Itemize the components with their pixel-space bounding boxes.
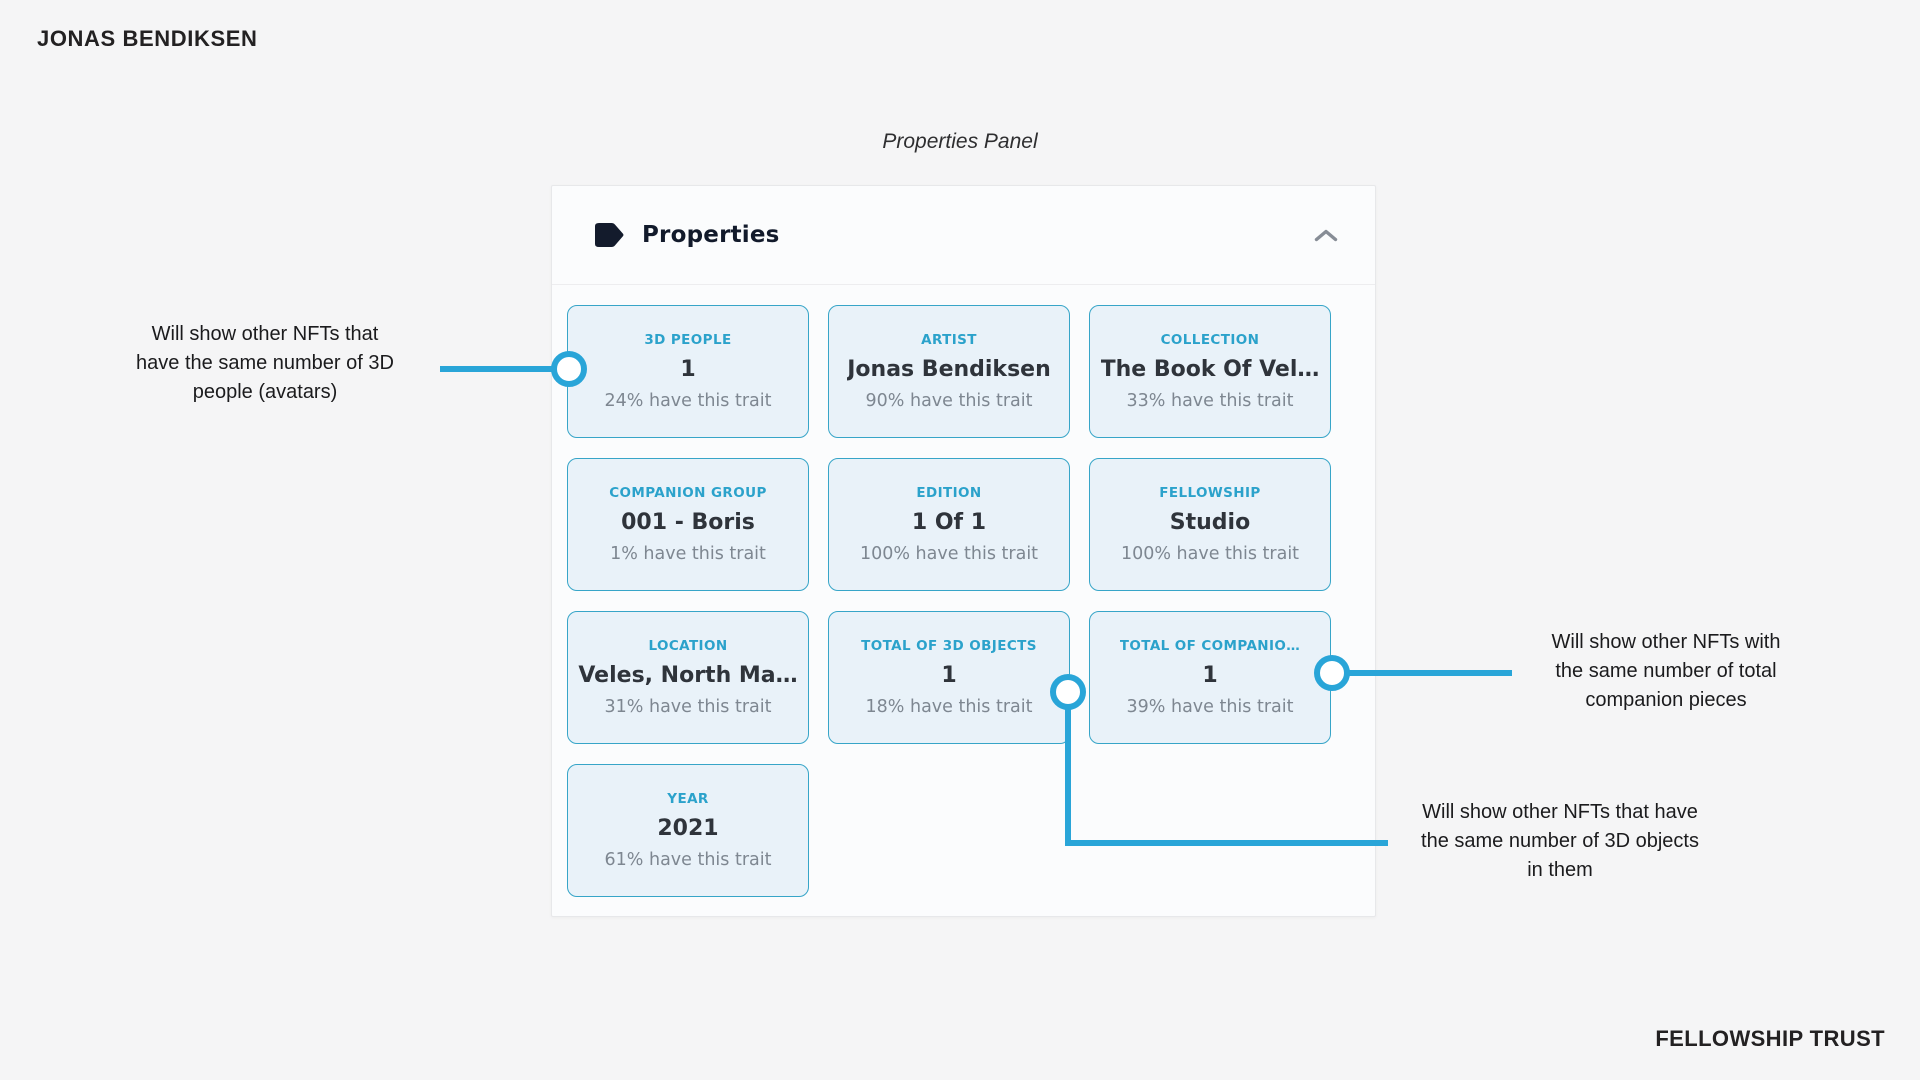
- trait-rarity: 61% have this trait: [604, 850, 772, 870]
- trait-value: Studio: [1169, 510, 1251, 535]
- annotation-marker-3d-people: [551, 351, 587, 387]
- trait-value: Veles, North Ma…: [578, 663, 798, 688]
- trait-label: TOTAL OF 3D OBJECTS: [861, 638, 1037, 654]
- tag-icon: [595, 223, 624, 247]
- annotation-marker-total-companions: [1314, 655, 1350, 691]
- chevron-up-icon: [1314, 229, 1338, 241]
- trait-rarity: 39% have this trait: [1126, 697, 1294, 717]
- trait-label: TOTAL OF COMPANIO…: [1119, 638, 1301, 654]
- panel-caption: Properties Panel: [882, 130, 1038, 153]
- annotation-marker-3d-objects: [1050, 674, 1086, 710]
- annotation-line-3d-objects-horizontal: [1065, 840, 1388, 846]
- brand-name: FELLOWSHIP TRUST: [1655, 1026, 1885, 1051]
- trait-rarity: 18% have this trait: [865, 697, 1033, 717]
- annotation-total-companions: Will show other NFTs with the same numbe…: [1551, 631, 1781, 711]
- trait-label: COMPANION GROUP: [609, 485, 767, 501]
- annotation-3d-people: Will show other NFTs that have the same …: [136, 323, 394, 403]
- panel-title: Properties: [642, 222, 780, 248]
- trait-rarity: 90% have this trait: [865, 391, 1033, 411]
- properties-panel: Properties 3D PEOPLE 1 24% have this tra…: [551, 185, 1376, 917]
- trait-rarity: 100% have this trait: [1120, 544, 1300, 564]
- properties-panel-header: Properties: [552, 186, 1375, 285]
- trait-card-edition[interactable]: EDITION 1 Of 1 100% have this trait: [828, 458, 1070, 591]
- trait-value: 1: [680, 357, 696, 382]
- annotation-3d-objects: Will show other NFTs that have the same …: [1421, 801, 1699, 881]
- trait-rarity: 33% have this trait: [1126, 391, 1294, 411]
- trait-rarity: 100% have this trait: [859, 544, 1039, 564]
- trait-value: Jonas Bendiksen: [847, 357, 1051, 382]
- trait-value: 1: [941, 663, 957, 688]
- trait-card-companion-group[interactable]: COMPANION GROUP 001 - Boris 1% have this…: [567, 458, 809, 591]
- trait-card-total-3d-objects[interactable]: TOTAL OF 3D OBJECTS 1 18% have this trai…: [828, 611, 1070, 744]
- annotation-line-3d-objects-vertical: [1065, 703, 1071, 846]
- trait-rarity: 24% have this trait: [604, 391, 772, 411]
- trait-label: YEAR: [667, 791, 709, 807]
- trait-value: The Book Of Vel…: [1100, 357, 1320, 382]
- trait-label: EDITION: [916, 485, 982, 501]
- collapse-button[interactable]: [1311, 220, 1341, 250]
- trait-value: 001 - Boris: [621, 510, 755, 535]
- trait-value: 2021: [657, 816, 719, 841]
- trait-value: 1: [1202, 663, 1218, 688]
- trait-card-artist[interactable]: ARTIST Jonas Bendiksen 90% have this tra…: [828, 305, 1070, 438]
- trait-value: 1 Of 1: [911, 510, 987, 535]
- trait-label: LOCATION: [648, 638, 728, 654]
- trait-cards-grid: 3D PEOPLE 1 24% have this trait ARTIST J…: [552, 285, 1375, 897]
- trait-label: 3D PEOPLE: [644, 332, 732, 348]
- annotation-line-total-companions: [1346, 670, 1512, 676]
- trait-rarity: 31% have this trait: [604, 697, 772, 717]
- artist-name: JONAS BENDIKSEN: [37, 26, 258, 51]
- trait-card-3d-people[interactable]: 3D PEOPLE 1 24% have this trait: [567, 305, 809, 438]
- annotation-line-3d-people: [440, 366, 558, 372]
- trait-card-total-companions[interactable]: TOTAL OF COMPANIO… 1 39% have this trait: [1089, 611, 1331, 744]
- trait-card-fellowship[interactable]: FELLOWSHIP Studio 100% have this trait: [1089, 458, 1331, 591]
- trait-label: FELLOWSHIP: [1159, 485, 1261, 501]
- trait-card-collection[interactable]: COLLECTION The Book Of Vel… 33% have thi…: [1089, 305, 1331, 438]
- trait-rarity: 1% have this trait: [610, 544, 766, 564]
- trait-card-year[interactable]: YEAR 2021 61% have this trait: [567, 764, 809, 897]
- trait-label: ARTIST: [921, 332, 977, 348]
- trait-label: COLLECTION: [1160, 332, 1260, 348]
- trait-card-location[interactable]: LOCATION Veles, North Ma… 31% have this …: [567, 611, 809, 744]
